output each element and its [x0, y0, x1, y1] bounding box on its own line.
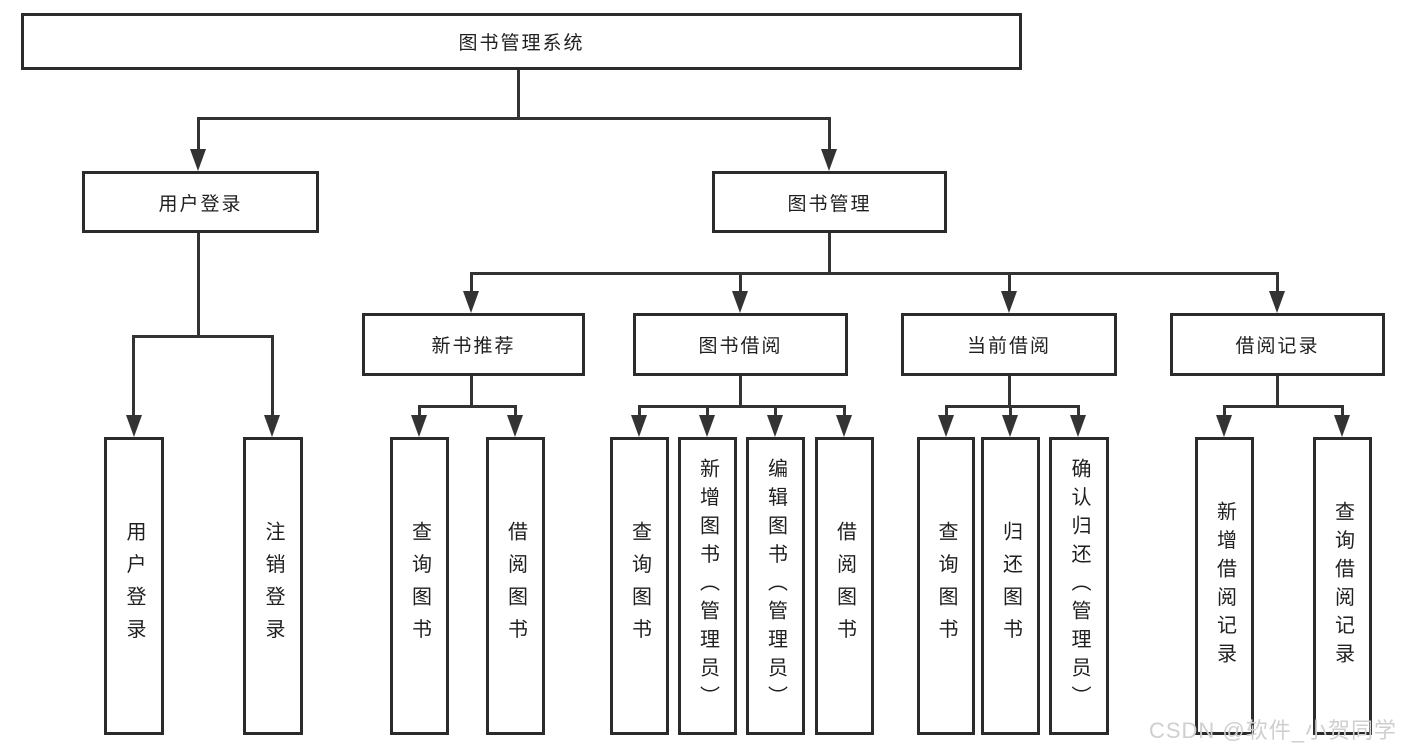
leaf-borrow-books: 借阅图书: [815, 437, 874, 735]
connector-line: [132, 335, 135, 417]
connector-arrowhead: [411, 415, 427, 437]
connector-line: [843, 405, 846, 417]
connector-arrowhead: [1269, 291, 1285, 313]
connector-line: [1223, 405, 1226, 417]
connector-arrowhead: [836, 415, 852, 437]
node-borrowing-records: 借阅记录: [1170, 313, 1385, 376]
connector-arrowhead: [126, 415, 142, 437]
connector-arrowhead: [1070, 415, 1086, 437]
connector-arrowhead: [821, 149, 837, 171]
connector-line: [197, 117, 200, 151]
connector-line: [470, 272, 1279, 275]
node-current-borrowing: 当前借阅: [901, 313, 1117, 376]
connector-line: [1009, 405, 1012, 417]
connector-arrowhead: [190, 149, 206, 171]
connector-arrowhead: [631, 415, 647, 437]
connector-line: [470, 376, 473, 407]
connector-line: [1008, 272, 1011, 293]
node-new-book-recommend: 新书推荐: [362, 313, 585, 376]
connector-arrowhead: [1216, 415, 1232, 437]
node-user-login: 用户登录: [82, 171, 319, 233]
node-book-management: 图书管理: [712, 171, 947, 233]
leaf-query-books-borrowing: 查询图书: [610, 437, 669, 735]
connector-arrowhead: [264, 415, 280, 437]
leaf-query-books-current: 查询图书: [917, 437, 975, 735]
leaf-logout: 注销登录: [243, 437, 303, 735]
connector-line: [1341, 405, 1344, 417]
connector-line: [271, 335, 274, 417]
connector-line: [945, 405, 948, 417]
connector-arrowhead: [463, 291, 479, 313]
leaf-add-books-admin: 新增图书（管理员）: [678, 437, 737, 735]
connector-line: [514, 405, 517, 417]
node-book-borrowing: 图书借阅: [633, 313, 848, 376]
connector-line: [418, 405, 517, 408]
connector-line: [470, 272, 473, 293]
connector-arrowhead: [1334, 415, 1350, 437]
leaf-borrow-books-recommend: 借阅图书: [486, 437, 545, 735]
connector-line: [1008, 376, 1011, 407]
connector-line: [774, 405, 777, 417]
connector-line: [418, 405, 421, 417]
connector-arrowhead: [767, 415, 783, 437]
leaf-query-borrow-record: 查询借阅记录: [1313, 437, 1372, 735]
connector-line: [1223, 405, 1344, 408]
connector-arrowhead: [1002, 415, 1018, 437]
leaf-confirm-return-admin: 确认归还（管理员）: [1049, 437, 1109, 735]
connector-line: [197, 233, 200, 337]
leaf-add-borrow-record: 新增借阅记录: [1195, 437, 1254, 735]
connector-arrowhead: [507, 415, 523, 437]
connector-arrowhead: [938, 415, 954, 437]
connector-line: [1276, 376, 1279, 407]
leaf-user-login: 用户登录: [104, 437, 164, 735]
connector-line: [945, 405, 1080, 408]
connector-line: [132, 335, 274, 338]
connector-line: [828, 233, 831, 274]
connector-line: [1276, 272, 1279, 293]
connector-line: [517, 70, 520, 118]
leaf-edit-books-admin: 编辑图书（管理员）: [746, 437, 805, 735]
node-library-management-system: 图书管理系统: [21, 13, 1022, 70]
connector-line: [828, 117, 831, 151]
connector-line: [739, 376, 742, 407]
connector-arrowhead: [732, 291, 748, 313]
connector-line: [1077, 405, 1080, 417]
connector-line: [638, 405, 641, 417]
connector-line: [638, 405, 846, 408]
connector-line: [739, 272, 742, 293]
connector-line: [706, 405, 709, 417]
connector-line: [197, 117, 831, 120]
leaf-query-books-recommend: 查询图书: [390, 437, 449, 735]
csdn-watermark: CSDN @软件_小贺同学: [1148, 718, 1397, 743]
leaf-return-books: 归还图书: [981, 437, 1040, 735]
connector-arrowhead: [1001, 291, 1017, 313]
connector-arrowhead: [699, 415, 715, 437]
